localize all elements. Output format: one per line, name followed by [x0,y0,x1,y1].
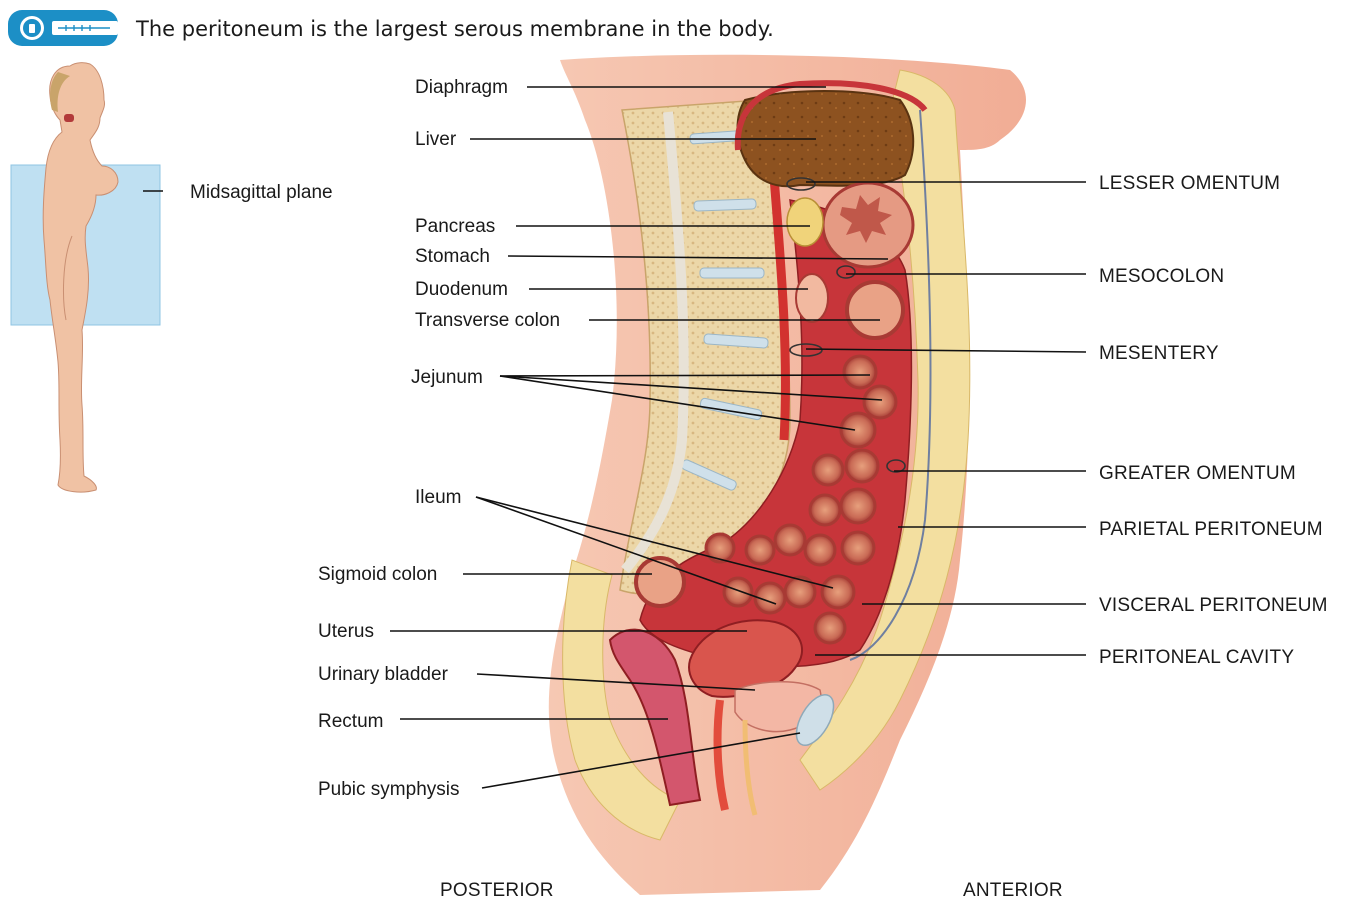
label-ileum: Ileum [415,487,461,508]
key-badge [8,10,118,46]
transverse-colon [847,282,903,338]
duodenum [796,274,828,322]
label-sigmoid-colon: Sigmoid colon [318,564,437,585]
figure-caption: The peritoneum is the largest serous mem… [135,17,774,41]
label-pubic-symphysis: Pubic symphysis [318,779,460,800]
sigmoid-colon [636,558,684,606]
label-duodenum: Duodenum [415,279,508,300]
pancreas [787,198,823,246]
label-stomach: Stomach [415,246,490,267]
label-parietal-peritoneum: PARIETAL PERITONEUM [1099,519,1323,540]
label-mesocolon: MESOCOLON [1099,266,1224,287]
inset-figure: Midsagittal plane [11,63,333,492]
label-peritoneal-cavity: PERITONEAL CAVITY [1099,647,1294,668]
label-anterior: ANTERIOR [963,880,1063,900]
label-greater-omentum: GREATER OMENTUM [1099,463,1296,484]
label-rectum: Rectum [318,711,383,732]
label-visceral-peritoneum: VISCERAL PERITONEUM [1099,595,1328,616]
label-liver: Liver [415,129,457,150]
label-pancreas: Pancreas [415,216,495,237]
label-mesentery: MESENTERY [1099,343,1219,364]
sagittal-section [549,55,1026,895]
label-posterior: POSTERIOR [440,880,554,900]
label-uterus: Uterus [318,621,374,642]
label-transverse-colon: Transverse colon [415,310,560,331]
label-lesser-omentum: LESSER OMENTUM [1099,173,1280,194]
label-diaphragm: Diaphragm [415,77,508,98]
label-urinary-bladder: Urinary bladder [318,664,449,685]
label-midsagittal-plane: Midsagittal plane [190,182,333,203]
label-jejunum: Jejunum [411,367,483,388]
